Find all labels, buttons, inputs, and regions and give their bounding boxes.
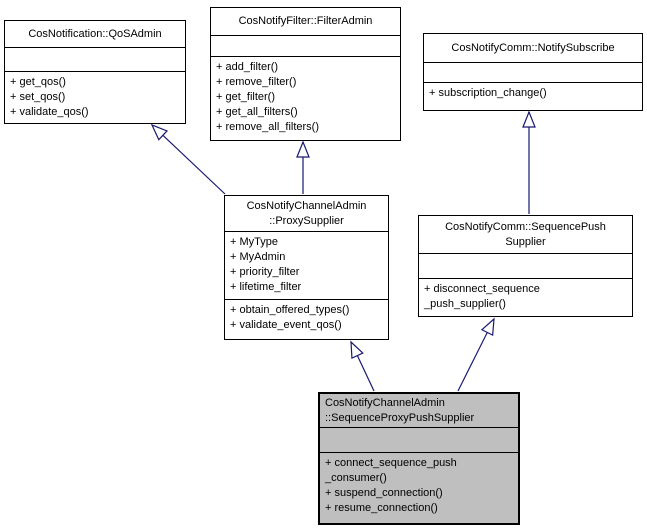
attribute-line: + lifetime_filter — [230, 281, 302, 293]
class-title-line: CosNotifyComm::NotifySubscribe — [451, 41, 615, 54]
method-line: + obtain_offered_types() — [230, 304, 350, 316]
class-title-line: ::SequenceProxyPushSupplier — [325, 411, 475, 424]
class-attributes-empty — [320, 427, 518, 452]
method-line: + disconnect_sequence — [424, 283, 540, 295]
class-title: CosNotifyFilter::FilterAdmin — [211, 8, 400, 35]
method-line: _push_supplier() — [424, 298, 506, 310]
method-line: + resume_connection() — [325, 502, 438, 514]
method-line: + get_all_filters() — [216, 106, 298, 118]
method-line: + connect_sequence_push — [325, 457, 457, 469]
class-title-line: CosNotification::QoSAdmin — [28, 27, 162, 40]
class-methods: + obtain_offered_types() + validate_even… — [225, 299, 388, 339]
attribute-line: + priority_filter — [230, 266, 300, 278]
class-title-line: CosNotifyChannelAdmin — [246, 199, 367, 212]
class-title: CosNotification::QoSAdmin — [5, 21, 185, 47]
class-box-notifysubscribe[interactable]: CosNotifyComm::NotifySubscribe + subscri… — [423, 33, 643, 111]
method-line: + suspend_connection() — [325, 487, 443, 499]
inheritance-arrow-sequenceproxypushsupplier-to-proxysupplier — [350, 340, 375, 392]
class-box-proxysupplier[interactable]: CosNotifyChannelAdmin ::ProxySupplier + … — [224, 195, 389, 340]
method-line: + get_qos() — [10, 76, 66, 88]
class-box-qosadmin[interactable]: CosNotification::QoSAdmin + get_qos() + … — [4, 20, 186, 124]
method-line: + validate_qos() — [10, 106, 89, 118]
class-title-line: ::ProxySupplier — [269, 214, 344, 227]
class-title: CosNotifyComm::NotifySubscribe — [424, 34, 642, 62]
inheritance-arrow-proxysupplier-to-qosadmin — [150, 123, 226, 195]
class-title-line: CosNotifyChannelAdmin — [325, 396, 445, 409]
class-title-line: Supplier — [505, 235, 546, 248]
class-attributes-empty — [424, 62, 642, 82]
class-title-line: CosNotifyComm::SequencePush — [445, 220, 606, 233]
class-methods: + get_qos() + set_qos() + validate_qos() — [5, 71, 185, 123]
method-line: + remove_all_filters() — [216, 121, 320, 133]
class-attributes-empty — [5, 47, 185, 71]
method-line: + remove_filter() — [216, 76, 297, 88]
class-attributes-empty — [211, 35, 400, 56]
class-title: CosNotifyComm::SequencePush Supplier — [419, 216, 632, 253]
class-title: CosNotifyChannelAdmin ::SequenceProxyPus… — [320, 394, 518, 427]
class-methods: + subscription_change() — [424, 82, 642, 110]
method-line: _consumer() — [325, 472, 387, 484]
class-attributes: + MyType + MyAdmin + priority_filter + l… — [225, 231, 388, 299]
method-line: + set_qos() — [10, 91, 66, 103]
attribute-line: + MyType — [230, 236, 278, 248]
class-methods: + add_filter() + remove_filter() + get_f… — [211, 56, 400, 140]
class-box-sequenceproxypushsupplier-current: CosNotifyChannelAdmin ::SequenceProxyPus… — [318, 392, 520, 525]
class-title-line: CosNotifyFilter::FilterAdmin — [238, 15, 373, 27]
class-methods: + connect_sequence_push _consumer() + su… — [320, 452, 518, 523]
class-box-sequencepushsupplier[interactable]: CosNotifyComm::SequencePush Supplier + d… — [418, 215, 633, 317]
class-title: CosNotifyChannelAdmin ::ProxySupplier — [225, 196, 388, 231]
inheritance-arrow-sequenceproxypushsupplier-to-sequencepushsupplier — [457, 317, 495, 392]
class-attributes-empty — [419, 253, 632, 278]
attribute-line: + MyAdmin — [230, 251, 286, 263]
class-box-filteradmin[interactable]: CosNotifyFilter::FilterAdmin + add_filte… — [210, 7, 401, 141]
method-line: + add_filter() — [216, 61, 279, 73]
method-line: + subscription_change() — [429, 87, 547, 99]
class-methods: + disconnect_sequence _push_supplier() — [419, 278, 632, 316]
method-line: + validate_event_qos() — [230, 319, 342, 331]
method-line: + get_filter() — [216, 91, 275, 103]
